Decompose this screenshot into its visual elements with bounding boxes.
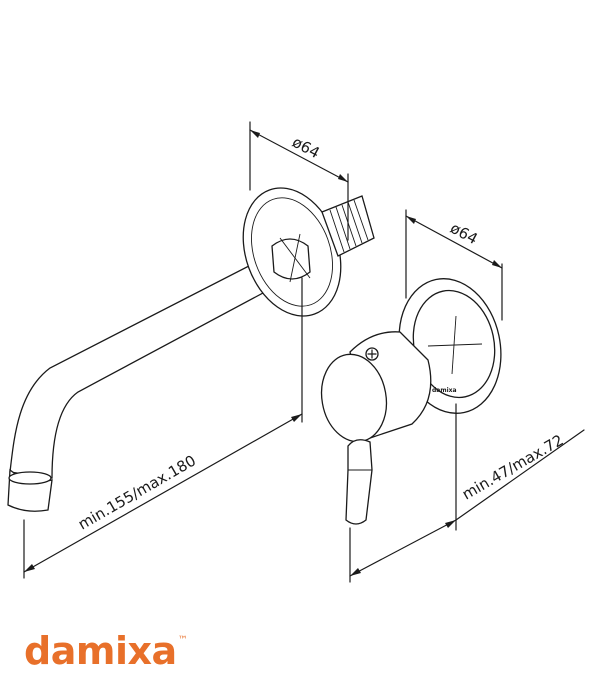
mixer-rosette-diameter-label: ø64 bbox=[447, 219, 480, 248]
trademark-symbol: ™ bbox=[177, 635, 188, 646]
mixer-lever bbox=[345, 439, 373, 525]
logo-wordmark: damixa bbox=[24, 629, 177, 673]
mixer-brand-mark: damixa bbox=[432, 387, 457, 394]
mixer-projection-label: min.47/max.72 bbox=[459, 431, 566, 503]
damixa-logo: damixa™ bbox=[24, 629, 188, 673]
spout-length-label: min.155/max.180 bbox=[75, 451, 199, 533]
mixer: damixa bbox=[320, 278, 502, 525]
spout-outlet-ring bbox=[8, 471, 52, 485]
spout-flange-inner bbox=[251, 197, 333, 307]
spout-flange-diameter-label: ø64 bbox=[289, 133, 322, 162]
